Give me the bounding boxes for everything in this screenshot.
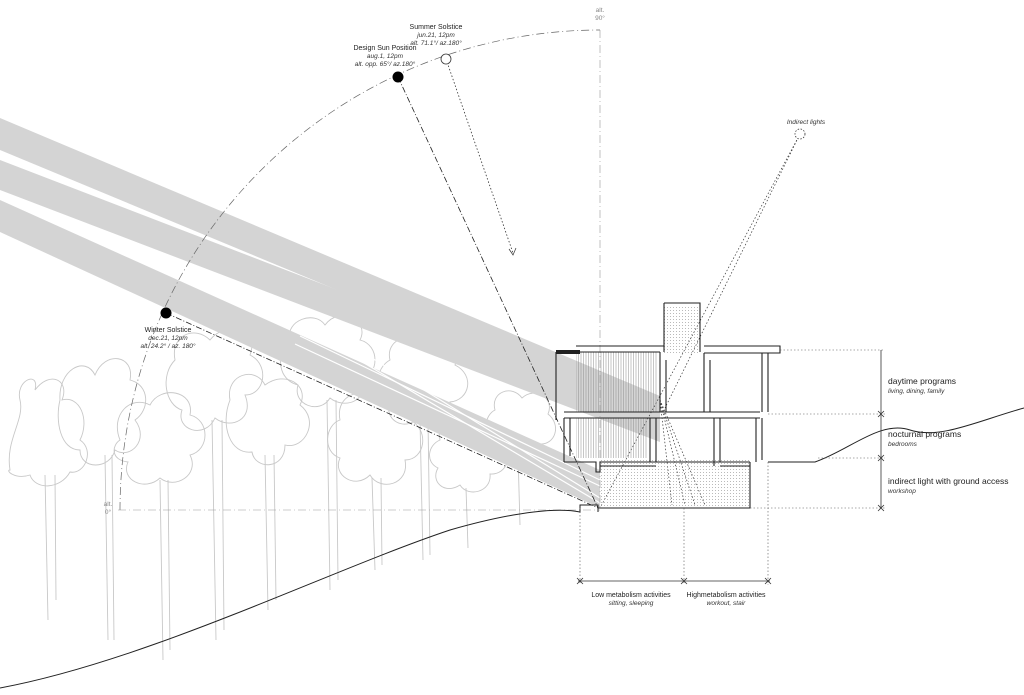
design-sun-marker (392, 71, 404, 83)
sun-beams (0, 118, 660, 508)
tree-canopy (165, 328, 264, 431)
tree-canopy (8, 378, 88, 487)
tree-trunk (326, 399, 339, 591)
ground-line (0, 504, 599, 689)
tree-canopy (57, 358, 147, 466)
alt-90-label: alt. (596, 7, 605, 14)
summer-solstice-date: jun.21, 12pm (416, 32, 455, 39)
tree-trunk (104, 454, 115, 641)
tree-trunk (211, 419, 225, 641)
summer-ray-arrow (508, 247, 517, 256)
alt-0-value: 0° (105, 508, 112, 516)
design-sun-title: Design Sun Position (353, 45, 416, 52)
ground-line-right (768, 407, 1024, 463)
tree-trunk (371, 477, 383, 571)
high-metabolism-sub: workout, stair (707, 600, 746, 607)
summer-solstice-angles: alt. 71.1°/ az.180° (410, 39, 462, 47)
summer-solstice-title: Summer Solstice (410, 24, 463, 31)
indirect-programs-sub: workshop (888, 488, 916, 495)
program-dimension-lines (750, 349, 885, 509)
design-sun-angles: alt. opp. 65°/ az.180° (355, 60, 416, 68)
alt-0-label: alt. (104, 501, 113, 508)
indirect-lights-label: Indirect lights (787, 119, 826, 126)
winter-solstice-title: Winter Solstice (145, 327, 192, 334)
tree-trunk (419, 419, 431, 561)
winter-sun-ray (165, 312, 599, 509)
program-ticks (877, 410, 885, 512)
winter-sun-marker (160, 307, 172, 319)
sun-path-arc (119, 29, 601, 511)
summer-sun-ray (445, 58, 514, 254)
activity-dimension-lines (579, 462, 769, 585)
tree-trunk (159, 479, 171, 661)
tree-trunk (465, 487, 469, 549)
daytime-programs-title: daytime programs (888, 376, 956, 386)
tree-trunk (44, 474, 57, 621)
tree-trunk (264, 454, 277, 611)
alt-90-value: 90° (595, 14, 605, 22)
high-metabolism-title: Highmetabolism activities (687, 592, 766, 599)
low-metabolism-sub: sitting, sleeping (609, 600, 654, 607)
winter-solstice-angles: alt. 24.2° / az. 180° (140, 342, 195, 350)
indirect-programs-title: indirect light with ground access (888, 476, 1008, 486)
activity-ticks (576, 577, 772, 585)
indirect-light-marker (794, 128, 806, 140)
low-metabolism-title: Low metabolism activities (591, 592, 671, 599)
winter-solstice-date: dec.21, 12pm (148, 335, 188, 342)
indirect-light-rays (599, 133, 801, 509)
nocturnal-programs-title: nocturnal programs (888, 429, 961, 439)
design-sun-date: aug.1, 12pm (367, 53, 404, 60)
tree-canopy (113, 392, 206, 485)
summer-sun-marker (440, 53, 452, 65)
beam-streaks (294, 319, 601, 504)
daytime-programs-sub: living, dining, family (888, 388, 945, 395)
nocturnal-programs-sub: bedrooms (888, 441, 918, 448)
design-sun-ray (397, 76, 599, 509)
tree-canopy (225, 373, 310, 466)
building-section (555, 302, 781, 509)
